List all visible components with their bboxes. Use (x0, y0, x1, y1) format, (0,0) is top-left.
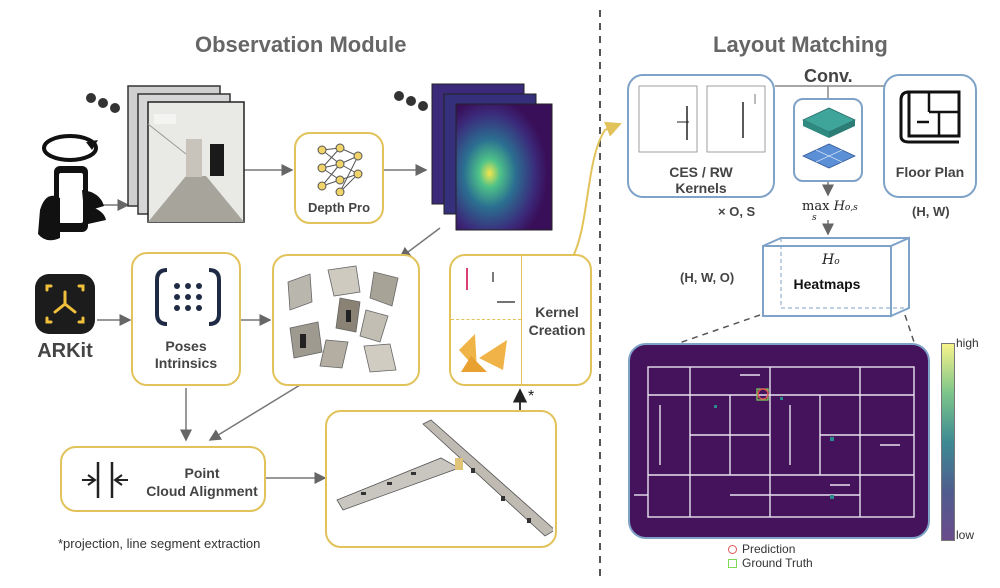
colorbar-low: low (956, 528, 975, 542)
ces-rw-label: CES / RW (669, 164, 733, 180)
heatmaps-label: Heatmaps (793, 276, 861, 292)
max-h-subscript: o,s (844, 203, 858, 213)
alignment-label-2: Cloud Alignment (146, 483, 258, 499)
point-cloud-fragments (287, 265, 399, 373)
poses-label: Poses (165, 338, 207, 354)
depth-maps-stack (431, 83, 553, 231)
ellipsis-dots-right (393, 90, 433, 117)
conv-surface-icon (802, 107, 856, 169)
legend-prediction: Prediction (728, 542, 795, 556)
alignment-label-1: Point (184, 465, 220, 481)
alignment-icon (82, 462, 128, 498)
kernel-creation-box: Kernel Creation (449, 254, 592, 386)
heatmap-dims: (H, W, O) (680, 270, 735, 285)
max-h-symbol: H (833, 199, 845, 214)
ces-rw-kernels-box: CES / RW Kernels (627, 74, 775, 198)
ces-kernel-sketch (466, 268, 515, 303)
max-text: max (802, 199, 830, 214)
prediction-legend-icon (728, 544, 737, 554)
poses-intrinsics-box: Poses Intrinsics (131, 252, 241, 386)
ellipsis-dots-left (85, 92, 125, 119)
prediction-marker (757, 388, 769, 400)
heatmap-panel (628, 343, 930, 539)
point-cloud-fragments-box (272, 254, 420, 386)
ground-truth-legend-label: Ground Truth (742, 556, 813, 570)
matrix-icon (155, 268, 221, 326)
arrow-clouds-to-alignment (208, 384, 301, 441)
heatmap-h: H (822, 252, 835, 268)
colorbar-high: high (956, 336, 979, 350)
conv-visual-box (793, 98, 863, 182)
heatmap-colorbar (941, 343, 955, 541)
prediction-legend-label: Prediction (742, 542, 796, 556)
ground-truth-legend-icon (728, 558, 737, 568)
heatmap-floorplan (634, 366, 915, 518)
floor-plan-box: Floor Plan (883, 74, 977, 198)
rw-kernel-sketch (459, 334, 507, 372)
arrow-depth-to-clouds (398, 227, 441, 259)
kernel-label-2: Creation (528, 322, 586, 338)
max-sub: s (812, 213, 817, 223)
arrow-kernel-to-ces (569, 121, 622, 263)
intrinsics-label: Intrinsics (154, 355, 218, 371)
kernel-plots (638, 85, 766, 153)
observation-module-title: Observation Module (195, 32, 407, 57)
layout-matching-title: Layout Matching (713, 32, 888, 57)
kernel-label-1: Kernel (535, 304, 579, 320)
asterisk-mark: * (528, 388, 535, 405)
heatmap-symbol: Ho (822, 252, 840, 268)
heatmap-h-sub: o (834, 257, 840, 267)
heatmap-cube (762, 236, 910, 318)
aligned-point-cloud-box (325, 410, 557, 548)
kernel-divider (521, 256, 522, 384)
legend-ground-truth: Ground Truth (728, 556, 813, 570)
depth-pro-box: Depth Pro (294, 132, 384, 224)
floor-plan-dims: (H, W) (912, 204, 950, 219)
camera-frames-stack (127, 85, 245, 223)
dash-heatmap-right (904, 314, 921, 361)
kernels-label: Kernels (675, 180, 727, 196)
aligned-point-cloud (336, 419, 553, 537)
arkit-label: ARKit (37, 340, 93, 362)
kernels-dims: × O, S (718, 204, 756, 219)
floor-plan-label: Floor Plan (895, 164, 965, 180)
point-cloud-alignment-box: Point Cloud Alignment (60, 446, 266, 512)
neural-network-icon (317, 143, 363, 196)
footnote: *projection, line segment extraction (58, 536, 261, 551)
max-operator: max Ho,s s (802, 199, 858, 223)
arkit-icon (35, 274, 95, 334)
kernel-dash (451, 319, 521, 320)
conv-label: Conv. (804, 66, 853, 86)
phone-rotation-icon (38, 134, 106, 241)
floor-plan-icon (899, 90, 961, 144)
depth-pro-label: Depth Pro (307, 200, 371, 215)
